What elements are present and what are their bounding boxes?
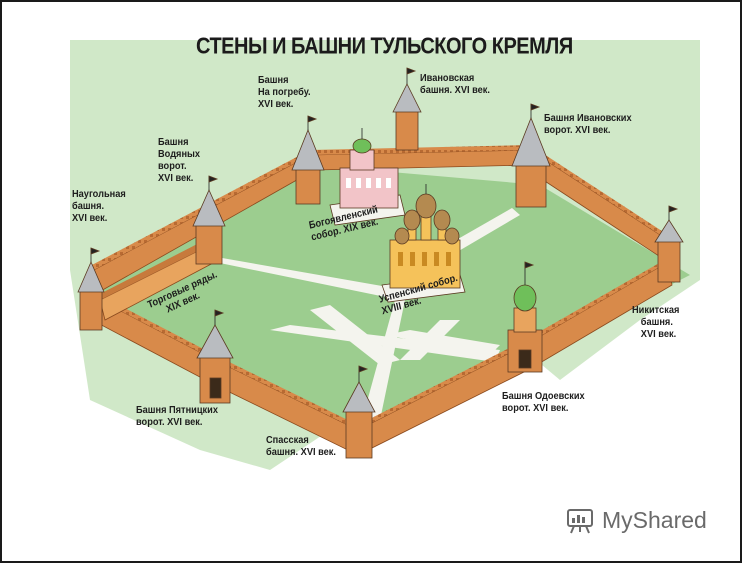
label-line: башня. XVI век.: [266, 446, 337, 458]
frame-border-bottom: [0, 561, 742, 563]
uspensky-cathedral: [381, 184, 466, 303]
myshared-logo-icon: [567, 509, 593, 534]
label-line: XVI век.: [258, 98, 294, 110]
label-line: ворот. XVI век.: [544, 124, 611, 136]
bogoyavlensky-cathedral: [329, 128, 406, 226]
label-line: Ивановская: [420, 72, 475, 84]
tower-naugolnaya: [77, 247, 105, 331]
label-line: На погребу.: [258, 86, 311, 98]
label-line: Водяных: [158, 148, 201, 160]
label-line: Наугольная: [72, 188, 126, 200]
label-line: XVI век.: [158, 172, 194, 184]
label-line: ворот. XVI век.: [136, 416, 203, 428]
label-line: башня.: [640, 316, 673, 328]
frame-border-top: [0, 0, 742, 2]
label-tower-na-pogrebu: Башня На погребу. XVI век.: [258, 74, 311, 110]
label-line: Башня Пятницких: [136, 404, 218, 416]
frame-border-left: [0, 0, 2, 563]
tower-pyatnitskih-vorot: [196, 309, 234, 404]
label-tower-ivanovskih-vorot: Башня Ивановских ворот. XVI век.: [544, 112, 632, 136]
label-line: XVI век.: [72, 212, 108, 224]
tower-ivanovskaya: [392, 67, 422, 151]
label-line: ворот.: [158, 160, 187, 172]
myshared-logo[interactable]: MyShared: [566, 504, 707, 536]
tower-na-pogrebu: [291, 115, 325, 205]
label-line: ворот. XVI век.: [502, 402, 569, 414]
label-tower-naugolnaya: Наугольная башня. XVI век.: [72, 188, 126, 224]
tower-vodyanyh: [192, 175, 226, 265]
courtyard-paths: [205, 208, 520, 420]
label-tower-ivanovskaya: Ивановская башня. XVI век.: [420, 72, 490, 96]
label-tower-odoevskih-vorot: Башня Одоевских ворот. XVI век.: [502, 390, 585, 414]
label-line: Башня Одоевских: [502, 390, 585, 402]
label-line: Башня: [158, 136, 189, 148]
label-tower-pyatnitskih-vorot: Башня Пятницких ворот. XVI век.: [136, 404, 218, 428]
myshared-logo-text: MyShared: [602, 506, 707, 533]
page-title: СТЕНЫ И БАШНИ ТУЛЬСКОГО КРЕМЛЯ: [196, 34, 573, 60]
label-tower-nikitskaya: Никитская башня. XVI век.: [632, 304, 679, 340]
label-line: Спасская: [266, 434, 309, 446]
label-tower-vodyanyh: Башня Водяных ворот. XVI век.: [158, 136, 200, 184]
label-line: Башня Ивановских: [544, 112, 632, 124]
tower-nikitskaya: [654, 205, 684, 283]
tower-odoevskih-vorot: [507, 261, 543, 373]
label-line: XVI век.: [640, 328, 677, 340]
tower-ivanovskih-vorot: [511, 103, 551, 208]
towers: [77, 67, 684, 459]
label-line: башня. XVI век.: [420, 84, 491, 96]
frame-border-right: [740, 0, 742, 563]
label-line: Башня: [258, 74, 289, 86]
label-line: Никитская: [632, 304, 680, 316]
label-tower-spasskaya: Спасская башня. XVI век.: [266, 434, 336, 458]
label-line: башня.: [72, 200, 105, 212]
tower-spasskaya: [342, 365, 376, 459]
